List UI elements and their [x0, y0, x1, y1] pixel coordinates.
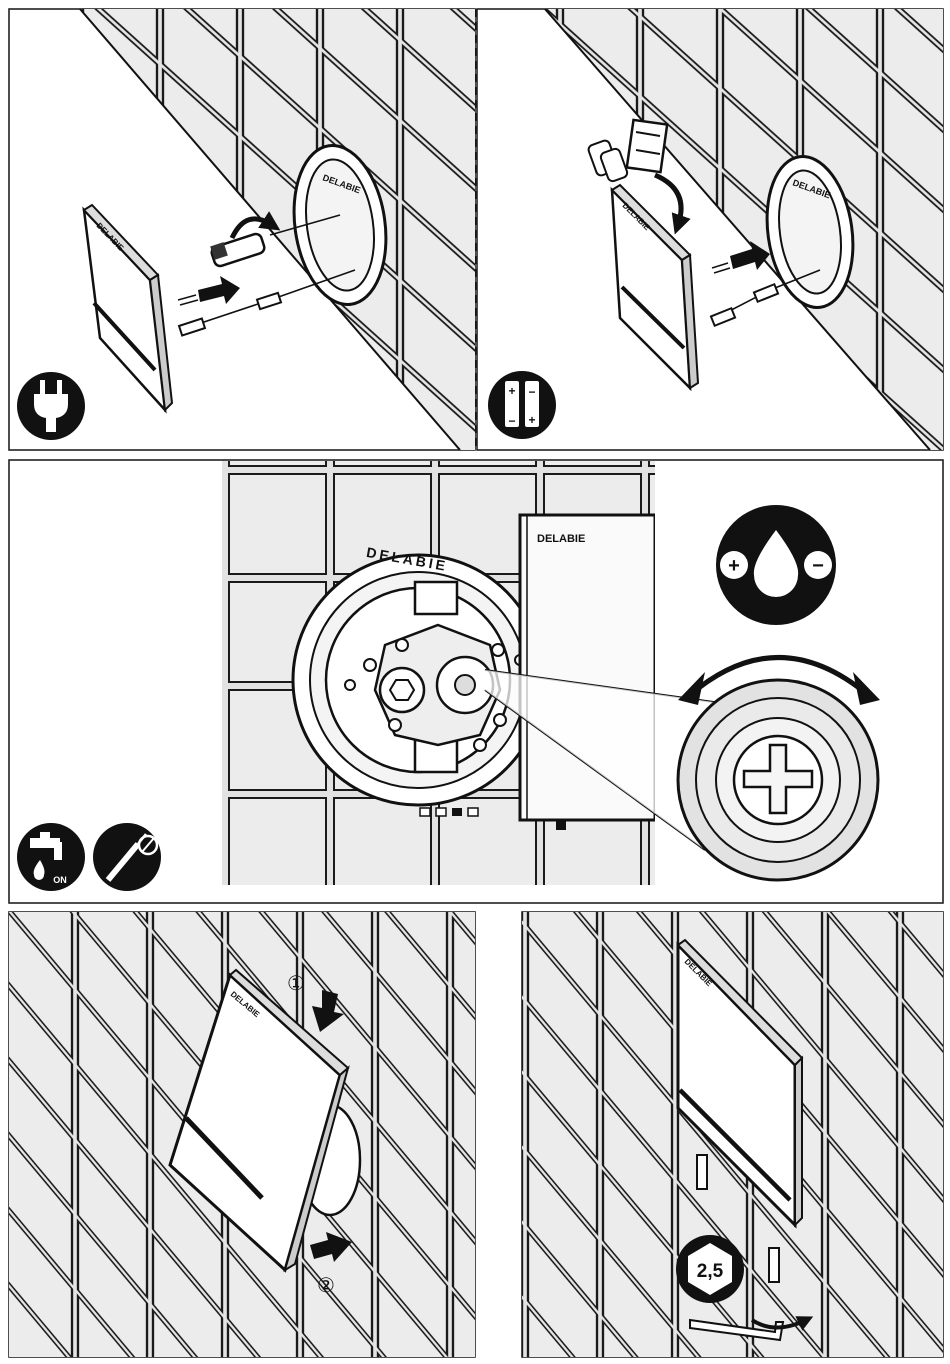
locking-screw-inserted: [769, 1248, 779, 1282]
flow-adjust-screw-zoom: [678, 680, 878, 880]
battery-icon: + + − −: [488, 371, 556, 439]
battery-minus-2: −: [528, 385, 535, 399]
battery-minus: −: [508, 414, 515, 428]
connector-male: [711, 308, 735, 326]
battery-plus-2: +: [528, 413, 535, 427]
flow-increase-sign: +: [728, 555, 740, 577]
connector-female: [754, 284, 778, 302]
step2-marker: ②: [317, 1275, 335, 1297]
panel-plate-fitting: DELABIE ① ②: [9, 912, 475, 1357]
hex-key-size: 2,5: [697, 1261, 724, 1282]
flow-decrease-sign: −: [812, 555, 824, 577]
battery-plus: +: [508, 384, 515, 398]
panel-secure-screw: DELABIE 2,5: [522, 912, 943, 1357]
connector-male: [179, 319, 205, 336]
power-supply-plug: [210, 232, 266, 267]
panel-battery-connection: DELABIE: [477, 9, 943, 450]
water-flow-adjust-icon: + −: [716, 505, 836, 625]
flush-plate: DELABIE: [84, 205, 172, 410]
flush-plate: DELABIE: [612, 185, 698, 388]
connector-female: [257, 293, 281, 309]
battery-cells: [587, 139, 628, 182]
insert-arrow: [655, 175, 681, 225]
tiled-wall: [80, 9, 475, 450]
power-plug-icon: [17, 372, 85, 440]
water-on-label: ON: [53, 875, 67, 885]
tiled-wall: [545, 9, 943, 450]
push-arrow: [178, 276, 240, 305]
panel-flow-adjustment: DELABIE: [9, 460, 943, 903]
hex-key-icon: 2,5: [676, 1235, 744, 1303]
screwdriver-icon: [93, 823, 161, 891]
plate-logo: DELABIE: [537, 533, 585, 545]
tap-on-icon: ON: [17, 823, 85, 891]
locking-screw: [697, 1155, 707, 1189]
step1-marker: ①: [287, 973, 305, 995]
battery-holder: [627, 120, 667, 172]
panel-mains-connection: DELABIE: [9, 9, 475, 450]
